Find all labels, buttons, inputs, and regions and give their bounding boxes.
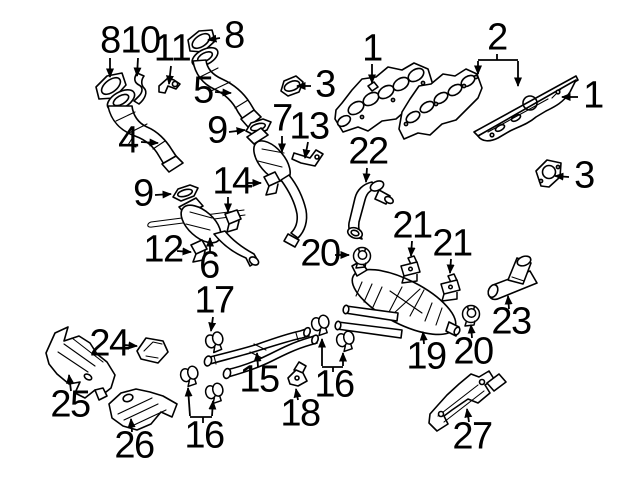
arrow-21-b (446, 258, 455, 274)
clamp-14-front-drawing (263, 171, 281, 196)
front-pipe-4-drawing (106, 88, 184, 173)
arrow-19 (419, 331, 428, 345)
exhaust-manifold-left-drawing (334, 62, 434, 133)
callout-label-1-right: 1 (583, 74, 604, 117)
clamp-17-drawing (203, 330, 227, 355)
callout-label-5: 5 (193, 69, 214, 112)
callout-arrows (66, 34, 578, 433)
gasket-3-right-drawing (535, 159, 562, 188)
manifold-heat-shield-right-drawing (473, 75, 579, 142)
clamp-16-left-a-drawing (178, 364, 202, 389)
x-pipe-15-drawing (203, 326, 320, 380)
callout-label-3-right: 3 (574, 154, 595, 197)
catalytic-pipe-7-drawing (246, 127, 308, 248)
arrow-8-right (207, 34, 221, 43)
arrow-24 (123, 341, 138, 350)
gasket-9-top-drawing (245, 118, 272, 136)
callout-label-16-right: 16 (314, 363, 355, 406)
arrow-5 (214, 88, 232, 97)
callout-label-11: 11 (153, 27, 192, 70)
clamp-16-right-a-drawing (309, 313, 333, 338)
arrow-4 (140, 138, 159, 147)
heat-shield-26-drawing (108, 388, 178, 431)
arrow-12 (176, 247, 192, 256)
heat-shield-24-drawing (136, 337, 169, 364)
clamp-14-rear-drawing (224, 209, 242, 233)
arrow-23 (504, 295, 513, 310)
callout-label-20-rear: 20 (453, 330, 494, 373)
gasket-3-left-drawing (280, 75, 304, 97)
callout-label-15: 15 (239, 358, 280, 401)
bracket-10-drawing (133, 72, 147, 105)
clamp-16-left-b-drawing (203, 381, 227, 406)
gasket-9-bottom-drawing (172, 184, 199, 202)
callout-label-21-b: 21 (432, 222, 473, 265)
callout-label-8-right: 8 (224, 14, 245, 57)
heat-shield-25-drawing (45, 326, 116, 401)
callout-label-13: 13 (289, 105, 330, 148)
manifold-gasket-drawing (398, 68, 483, 140)
callout-label-20-front: 20 (300, 232, 341, 275)
clamp-12-drawing (190, 239, 208, 263)
callout-label-1-left: 1 (362, 27, 383, 70)
callout-label-26: 26 (114, 424, 155, 467)
callout-label-9-bottom: 9 (133, 172, 154, 215)
arrow-16-left-a (184, 387, 193, 417)
callout-label-6: 6 (199, 244, 220, 287)
arrow-15 (253, 352, 262, 368)
arrow-25 (66, 374, 75, 392)
callout-label-2: 2 (487, 16, 508, 59)
callout-label-4: 4 (118, 119, 139, 162)
hanger-21-b-drawing (440, 273, 461, 302)
callout-label-8-left: 8 (100, 19, 121, 62)
callout-label-14: 14 (212, 160, 253, 203)
bracket-2-lead (478, 54, 518, 61)
arrow-27 (464, 408, 473, 423)
hanger-18-drawing (287, 361, 308, 387)
arrow-17 (208, 316, 217, 332)
bracket-16-left-lead (190, 416, 212, 423)
callout-label-3-left: 3 (315, 63, 336, 106)
arrow-9-bottom (154, 190, 172, 199)
callout-label-23: 23 (491, 300, 532, 343)
callout-label-12: 12 (143, 228, 184, 271)
callout-label-17: 17 (194, 279, 235, 322)
callout-label-16-left: 16 (184, 414, 225, 457)
callout-label-10: 10 (120, 19, 161, 62)
callout-label-9-top: 9 (207, 109, 228, 152)
callout-label-7: 7 (272, 97, 293, 140)
arrow-11 (165, 65, 174, 85)
arrow-18 (293, 388, 302, 401)
bracket-27-drawing (428, 370, 507, 432)
arrow-3-right (554, 172, 570, 181)
arrow-26 (127, 418, 136, 433)
callout-label-18: 18 (280, 392, 321, 435)
bracket-13-drawing (291, 149, 324, 167)
clamp-20-rear-drawing (461, 304, 481, 327)
callout-label-22: 22 (348, 130, 389, 173)
arrow-22 (362, 167, 371, 183)
callout-label-21-a: 21 (392, 204, 433, 247)
arrow-10 (133, 57, 142, 77)
tailpipe-23-drawing (487, 255, 538, 301)
callout-label-27: 27 (452, 415, 493, 458)
hanger-21-a-drawing (400, 255, 421, 284)
callout-label-19: 19 (406, 335, 447, 378)
arrow-16-left-b (208, 400, 217, 417)
arrow-9-top (228, 127, 246, 136)
clamp-16-right-b-drawing (334, 329, 358, 354)
muffler-19-drawing (334, 260, 461, 339)
bracket-16-right-lead (322, 366, 343, 372)
rear-pipe-22-drawing (346, 180, 394, 240)
arrow-13 (302, 141, 311, 159)
callout-label-25: 25 (50, 383, 91, 426)
arrow-21-a (407, 240, 416, 257)
callout-label-24: 24 (89, 322, 130, 365)
arrow-20-rear (467, 324, 476, 339)
